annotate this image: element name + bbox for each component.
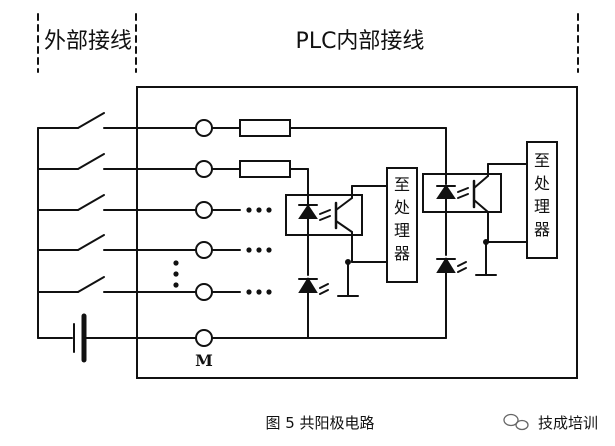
left-reverse-diode [298, 234, 329, 301]
battery-symbol [37, 313, 197, 363]
svg-text:处: 处 [534, 174, 550, 193]
svg-text:理: 理 [534, 197, 550, 216]
internal-wiring-label: PLC内部接线 [296, 29, 425, 54]
svg-text:器: 器 [394, 244, 410, 263]
input-terminals [195, 119, 213, 347]
svg-text:理: 理 [394, 221, 410, 240]
common-terminal-label: M [195, 351, 213, 370]
row-stubs [211, 209, 241, 293]
right-reverse-diode [436, 211, 467, 279]
watermark: 技成培训 [503, 413, 598, 432]
row1-internal-wiring [211, 119, 447, 175]
external-wiring-label: 外部接线 [44, 29, 132, 54]
svg-text:至: 至 [394, 175, 410, 194]
svg-text:器: 器 [534, 220, 550, 239]
boundary-dashed-lines [37, 13, 579, 73]
svg-text:处: 处 [394, 198, 410, 217]
left-processor-box [386, 167, 418, 283]
left-processor-label: 至 处 理 器 [394, 175, 410, 263]
plc-internal-box [136, 86, 578, 379]
right-processor-box [526, 141, 558, 259]
right-optocoupler [422, 163, 528, 276]
svg-text:至: 至 [534, 151, 550, 170]
row2-internal-wiring [211, 160, 309, 196]
chat-bubble-icon [503, 413, 529, 431]
figure-caption: 图 5 共阳极电路 [265, 414, 374, 432]
left-optocoupler [285, 185, 388, 297]
external-switches [37, 112, 197, 293]
common-line-m [211, 277, 447, 339]
right-processor-label: 至 处 理 器 [534, 151, 550, 239]
ellipsis-dots [173, 207, 272, 295]
svg-text:技成培训: 技成培训 [538, 414, 598, 432]
